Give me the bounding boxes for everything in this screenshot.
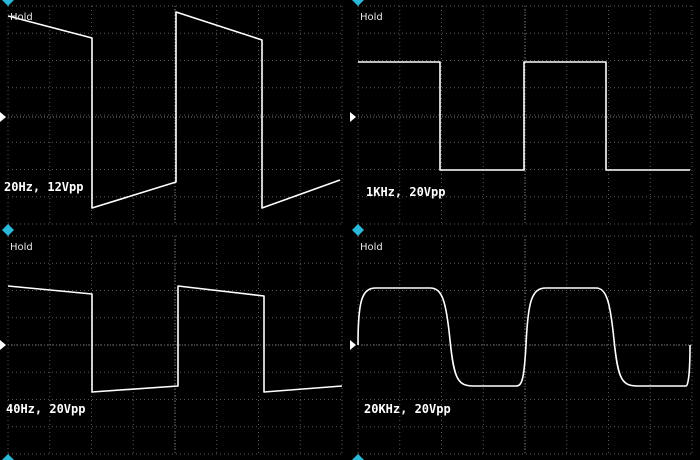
waveform-trace: [357, 287, 691, 387]
hold-status-label: Hold: [10, 242, 33, 253]
signal-caption: 20Hz, 12Vpp: [4, 180, 84, 194]
trigger-marker-icon: [352, 0, 364, 6]
hold-status-label: Hold: [10, 12, 33, 23]
scope-panel-20khz: Hold 20KHz, 20Vpp: [350, 230, 700, 460]
trigger-marker-icon: [352, 230, 364, 236]
waveform-trace: [7, 11, 341, 209]
signal-caption: 20KHz, 20Vpp: [364, 402, 451, 416]
signal-caption: 1KHz, 20Vpp: [366, 185, 446, 199]
ground-marker-icon: [350, 340, 356, 350]
trigger-marker-icon: [352, 224, 364, 230]
trigger-marker-icon: [352, 454, 364, 460]
scope-panel-1khz: Hold 1KHz, 20Vpp: [350, 0, 700, 230]
waveform-plot: [350, 230, 693, 460]
scope-panel-40hz: Hold 40Hz, 20Vpp: [0, 230, 350, 460]
ground-marker-icon: [0, 340, 6, 350]
ground-marker-icon: [350, 112, 356, 122]
waveform-plot: [350, 0, 693, 230]
waveform-plot: [0, 230, 343, 460]
waveform-plot: [0, 0, 343, 230]
trigger-marker-icon: [2, 0, 14, 6]
hold-status-label: Hold: [360, 12, 383, 23]
ground-marker-icon: [0, 112, 6, 122]
signal-caption: 40Hz, 20Vpp: [6, 402, 86, 416]
scope-panel-20hz: Hold 20Hz, 12Vpp: [0, 0, 350, 230]
trigger-marker-icon: [2, 224, 14, 230]
waveform-trace: [358, 61, 690, 171]
hold-status-label: Hold: [360, 242, 383, 253]
waveform-trace: [7, 285, 343, 393]
trigger-marker-icon: [2, 454, 14, 460]
trigger-marker-icon: [2, 230, 14, 236]
